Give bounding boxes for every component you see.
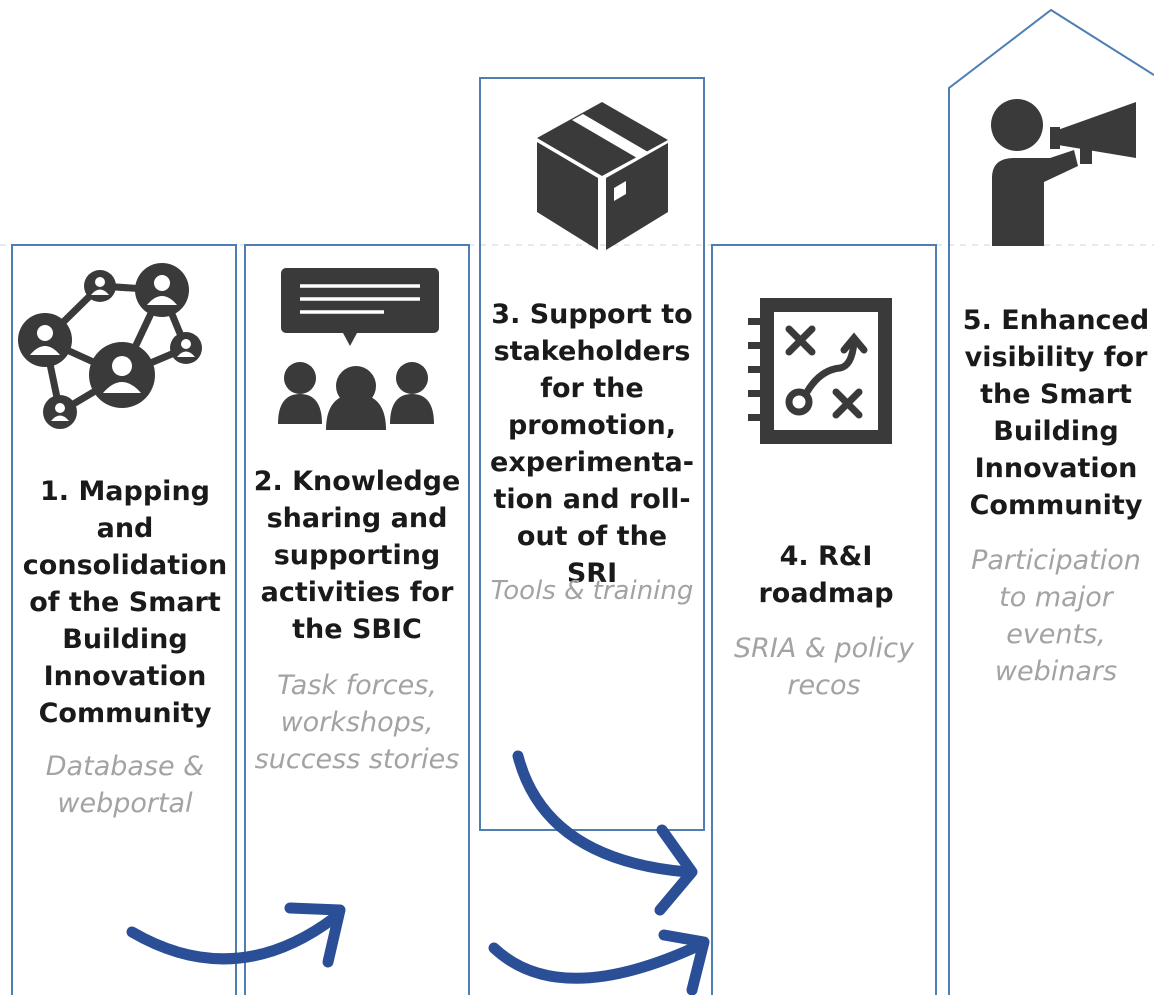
speech-bubble-group-icon: [278, 268, 439, 430]
column-4-outline: [711, 244, 937, 995]
column-1-title: 1. Mapping and consolidation of the Smar…: [22, 476, 228, 729]
column-1-subtitle: Database & webportal: [45, 751, 205, 819]
arrow-1-to-2: [126, 902, 346, 968]
column-2-subtitle: Task forces, workshops, success stories: [254, 670, 460, 775]
strategy-notebook-icon: [748, 298, 892, 444]
column-5-outline: [948, 8, 1154, 995]
column-4-title: 4. R&I roadmap: [758, 541, 894, 609]
megaphone-person-icon: [991, 99, 1136, 246]
column-3-title: 3. Support to stakeholders for the promo…: [490, 299, 694, 589]
column-5-title: 5. Enhanced visibility for the Smart Bui…: [962, 305, 1150, 521]
column-4-subtitle: SRIA & policy recos: [733, 633, 915, 701]
arrow-2-to-4-lower: [488, 929, 710, 995]
network-people-icon: [18, 263, 202, 429]
package-box-icon: [537, 102, 668, 250]
column-5-subtitle: Participation to major events, webinars: [971, 545, 1141, 687]
arrow-3-to-4-upper: [512, 750, 698, 916]
column-1-outline: [11, 244, 237, 995]
column-3-outline: [479, 77, 705, 831]
column-3-subtitle: Tools & training: [490, 576, 694, 606]
column-2-title: 2. Knowledge sharing and supporting acti…: [253, 466, 461, 645]
column-2-outline: [244, 244, 470, 995]
